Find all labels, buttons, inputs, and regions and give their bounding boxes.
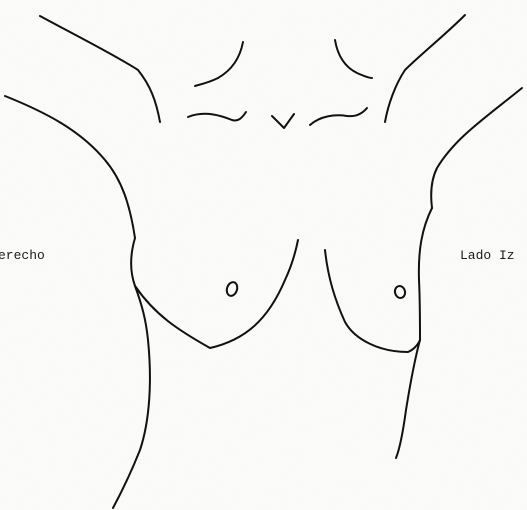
right-side-label: erecho (0, 248, 45, 263)
left-side-label: Lado Iz (460, 248, 515, 263)
